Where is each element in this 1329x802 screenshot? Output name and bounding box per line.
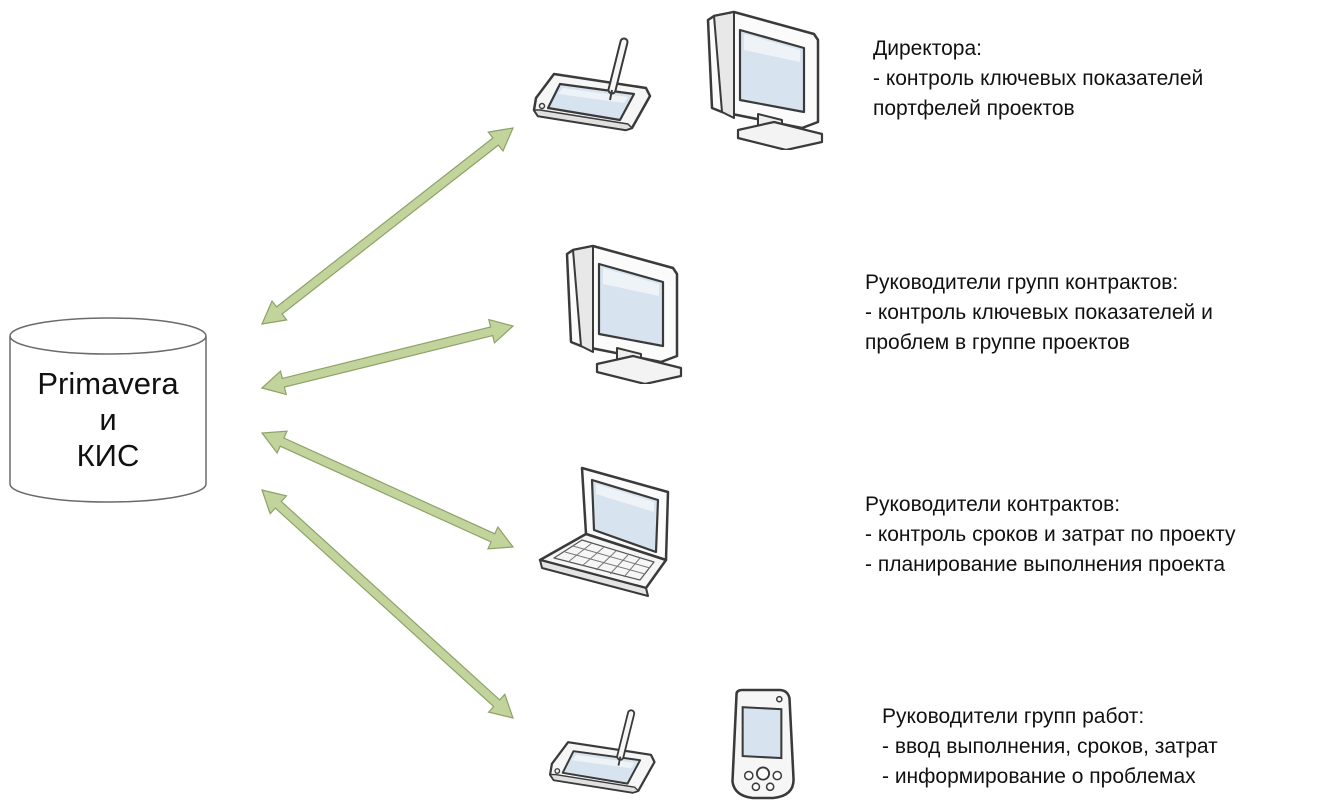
caption-line: - информирование о проблемах: [882, 765, 1196, 788]
caption-line: портфелей проектов: [873, 97, 1075, 120]
monitor-icon: [706, 10, 824, 150]
arrows-layer: [260, 127, 515, 719]
caption-title: Директора:: [873, 37, 982, 60]
pda-icon: [731, 688, 795, 800]
caption-title: Руководители групп работ:: [882, 705, 1145, 728]
tablet-with-stylus-icon: [534, 42, 650, 130]
bidirectional-arrow: [261, 127, 514, 325]
caption-directors: Директора: - контроль ключевых показател…: [873, 34, 1203, 124]
caption-work-group-managers: Руководители групп работ: - ввод выполне…: [882, 702, 1218, 792]
laptop-icon: [538, 466, 670, 598]
caption-title: Руководители групп контрактов:: [865, 271, 1179, 294]
caption-line: - контроль ключевых показателей: [873, 67, 1204, 90]
database-label-line3: КИС: [76, 438, 140, 473]
caption-line: - контроль сроков и затрат по проекту: [865, 523, 1236, 546]
caption-title: Руководители контрактов:: [865, 493, 1121, 516]
bidirectional-arrow: [260, 430, 515, 550]
caption-contract-managers: Руководители контрактов: - контроль срок…: [865, 490, 1235, 580]
caption-line: - контроль ключевых показателей и: [865, 301, 1213, 324]
caption-line: проблем в группе проектов: [865, 331, 1130, 354]
caption-line: - ввод выполнения, сроков, затрат: [882, 735, 1218, 758]
database-label-line2: и: [99, 402, 117, 437]
database-label-line1: Primavera: [37, 366, 179, 401]
database-cylinder-icon: [9, 317, 207, 503]
bidirectional-arrow: [261, 489, 514, 719]
database-label: Primavera и КИС: [8, 366, 208, 474]
caption-line: - планирование выполнения проекта: [865, 553, 1226, 576]
tablet-with-stylus-icon: [550, 713, 654, 792]
bidirectional-arrow: [260, 318, 515, 396]
caption-contract-group-managers: Руководители групп контрактов: - контрол…: [865, 268, 1213, 358]
monitor-icon: [565, 244, 683, 384]
